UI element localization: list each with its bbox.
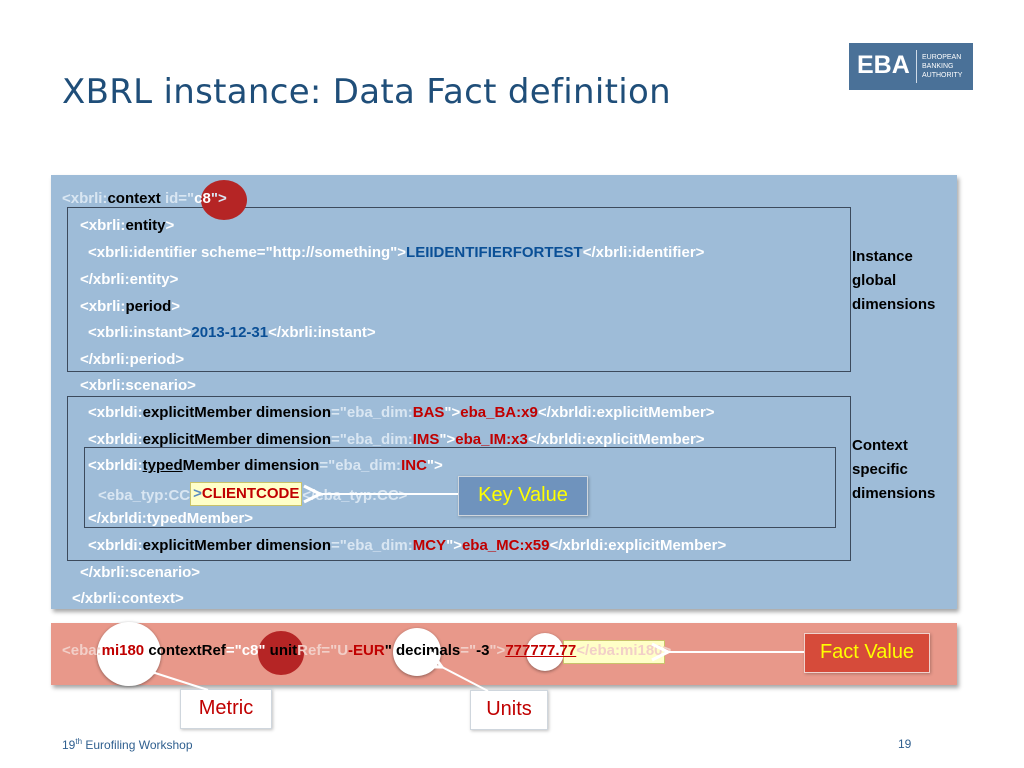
units-arrow	[440, 666, 489, 692]
xml-line-typed-open: <xbrldi:typedMember dimension="eba_dim:I…	[88, 457, 443, 474]
context-panel	[51, 175, 957, 609]
xml-line-explicit-mcy: <xbrldi:explicitMember dimension="eba_di…	[88, 537, 727, 554]
xml-line-context-close: </xbrli:context>	[72, 590, 184, 607]
logo-abbreviation: EBA	[857, 51, 910, 79]
metric-callout: Metric	[180, 689, 272, 729]
metric-arrow	[152, 672, 209, 691]
client-code-highlight: >CLIENTCODE	[190, 482, 303, 506]
xml-line-period-open: <xbrli:period>	[80, 298, 181, 315]
xml-line-entity-close: </xbrli:entity>	[80, 271, 179, 288]
fact-value-highlight	[563, 640, 665, 664]
logo-full-name: EUROPEAN BANKING AUTHORITY	[922, 54, 963, 79]
context-ref-circle	[258, 631, 304, 675]
xml-line-period-close: </xbrli:period>	[80, 351, 185, 368]
slide-title: XBRL instance: Data Fact definition	[62, 72, 671, 112]
xml-line-context-open: <xbrli:context id="c8">	[62, 190, 227, 207]
context-specific-box	[67, 396, 851, 561]
decimals-circle	[526, 633, 564, 671]
xml-line-entity-open: <xbrli:entity>	[80, 217, 175, 234]
eba-logo: EBA EUROPEAN BANKING AUTHORITY	[849, 43, 973, 90]
key-value-callout: Key Value	[458, 476, 588, 516]
fact-xml-line: <eba:mi180 contextRef="c8" unitRef="U-EU…	[62, 642, 672, 659]
xml-line-scenario-open: <xbrli:scenario>	[80, 377, 196, 394]
xml-line-explicit-ims: <xbrldi:explicitMember dimension="eba_di…	[88, 431, 705, 448]
xml-line-typed-close: </xbrldi:typedMember>	[88, 510, 254, 527]
units-callout: Units	[470, 690, 548, 730]
typed-member-box	[84, 447, 836, 528]
fact-value-callout: Fact Value	[804, 633, 930, 673]
footer-event-name: 19th Eurofiling Workshop	[62, 737, 193, 752]
xml-line-instant: <xbrli:instant>2013-12-31</xbrli:instant…	[88, 324, 376, 341]
instance-global-box	[67, 207, 851, 372]
xml-line-identifier: <xbrli:identifier scheme="http://somethi…	[88, 244, 705, 261]
xml-line-typed-value: <eba_typ:CC>CLIENTCODE</eba_typ:CC>	[98, 482, 407, 508]
logo-divider	[916, 50, 917, 83]
xml-line-scenario-close: </xbrli:scenario>	[80, 564, 201, 581]
page-number: 19	[898, 737, 912, 751]
xml-line-explicit-bas: <xbrldi:explicitMember dimension="eba_di…	[88, 404, 715, 421]
context-id-circle	[201, 180, 247, 220]
